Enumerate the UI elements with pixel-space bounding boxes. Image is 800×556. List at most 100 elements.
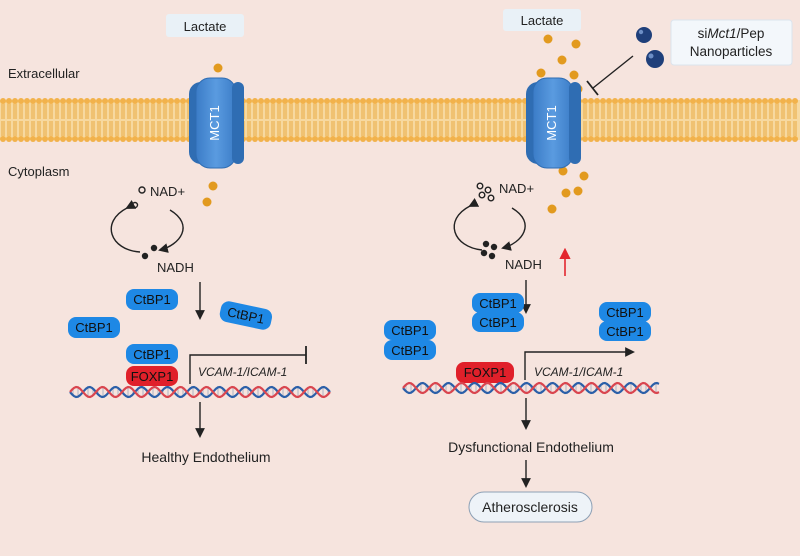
lipid-head	[6, 136, 12, 142]
cycle-arrow-up	[501, 207, 526, 251]
lipid-head	[660, 136, 666, 142]
lipid-head	[0, 98, 6, 104]
lipid-head	[378, 98, 384, 104]
ctbp1-label: CtBP1	[133, 292, 171, 307]
lipid-head	[642, 98, 648, 104]
foxp1-label-right: FOXP1	[464, 365, 507, 380]
lipid-head	[348, 98, 354, 104]
lipid-head	[180, 98, 186, 104]
lipid-head	[174, 136, 180, 142]
ctbp1-protein-bound	[126, 344, 178, 364]
lactate-label-box-left	[166, 14, 244, 37]
lipid-head	[516, 98, 522, 104]
activation-path	[524, 347, 635, 380]
lipid-head	[300, 136, 306, 142]
nanoparticle-highlight	[638, 29, 644, 35]
lipid-head	[618, 136, 624, 142]
lactate-dots-left	[202, 63, 223, 207]
lipid-head	[444, 136, 450, 142]
lipid-head	[492, 136, 498, 142]
ctbp1-protein	[599, 321, 651, 341]
lipid-head	[24, 98, 30, 104]
nanoparticles: siMct1/Pep Nanoparticles	[586, 19, 793, 96]
lipid-head	[768, 98, 774, 104]
lipid-head	[480, 136, 486, 142]
lipid-head	[606, 98, 612, 104]
lipid-head	[144, 136, 150, 142]
lipid-head	[492, 98, 498, 104]
lipid-head	[366, 136, 372, 142]
mct1-left-edge	[232, 82, 244, 164]
ctbp1-label: CtBP1	[133, 347, 171, 362]
lipid-head	[36, 98, 42, 104]
lipid-head	[324, 98, 330, 104]
atherosclerosis-box	[468, 491, 593, 523]
nad-plus-molecule	[487, 194, 495, 202]
lipid-head	[516, 136, 522, 142]
lipid-head	[96, 98, 102, 104]
nadh-molecule	[488, 252, 496, 260]
lipid-head	[720, 98, 726, 104]
lipid-head	[696, 98, 702, 104]
healthy-endothelium-label: Healthy Endothelium	[141, 449, 270, 465]
lipid-head	[138, 98, 144, 104]
ctbp1-label: CtBP1	[75, 320, 113, 335]
atherosclerosis-label: Atherosclerosis	[482, 499, 578, 515]
lipid-head	[780, 136, 786, 142]
lipid-head	[744, 136, 750, 142]
mct1-channel-right: MCT1	[526, 77, 581, 169]
lipid-head	[420, 98, 426, 104]
lactate-dot	[543, 34, 553, 44]
lactate-dot	[558, 166, 568, 176]
lipid-head	[414, 98, 420, 104]
mct1-right-edge	[569, 82, 581, 164]
lipid-head	[270, 98, 276, 104]
nanoparticle-inhibition-bar	[586, 80, 599, 96]
nanoparticle-sphere	[646, 50, 664, 68]
dna-helix-left	[69, 385, 331, 399]
lipid-head	[162, 98, 168, 104]
lipid-head	[90, 98, 96, 104]
lipid-head	[390, 98, 396, 104]
mct1-label-right: MCT1	[544, 105, 559, 140]
lipid-head	[84, 136, 90, 142]
lipid-head	[708, 98, 714, 104]
lipid-head	[42, 136, 48, 142]
ctbp1-group-right: CtBP1 CtBP1 CtBP1 CtBP1 CtBP1 CtBP1 FOXP…	[384, 293, 651, 383]
ctbp1-protein	[219, 301, 273, 330]
lipid-head	[456, 136, 462, 142]
lipid-head	[132, 136, 138, 142]
lipid-head	[96, 136, 102, 142]
lipid-head	[714, 136, 720, 142]
lactate-dot	[202, 197, 212, 207]
lipid-head	[84, 98, 90, 104]
lipid-head	[636, 98, 642, 104]
lipid-head	[726, 98, 732, 104]
lipid-head	[390, 136, 396, 142]
nad-plus-molecule	[484, 186, 492, 194]
lipid-head	[90, 136, 96, 142]
lipid-head	[756, 136, 762, 142]
lipid-head	[252, 98, 258, 104]
nanoparticle-label-box	[670, 19, 793, 66]
lipid-head	[384, 136, 390, 142]
lipid-head	[384, 98, 390, 104]
ctbp1-label: CtBP1	[606, 305, 644, 320]
lipid-head	[510, 136, 516, 142]
lactate-dot	[579, 171, 589, 181]
ctbp1-protein	[384, 320, 436, 340]
lipid-head	[462, 98, 468, 104]
lipid-head	[138, 136, 144, 142]
lipid-head	[714, 98, 720, 104]
lipid-head	[102, 98, 108, 104]
ctbp1-protein	[126, 289, 178, 310]
lipid-head	[342, 98, 348, 104]
lipid-head	[666, 136, 672, 142]
lactate-dots-right	[536, 34, 589, 214]
lipid-head	[246, 136, 252, 142]
lipid-head	[396, 136, 402, 142]
lipid-head	[780, 98, 786, 104]
lipid-head	[126, 98, 132, 104]
lipid-head	[366, 98, 372, 104]
